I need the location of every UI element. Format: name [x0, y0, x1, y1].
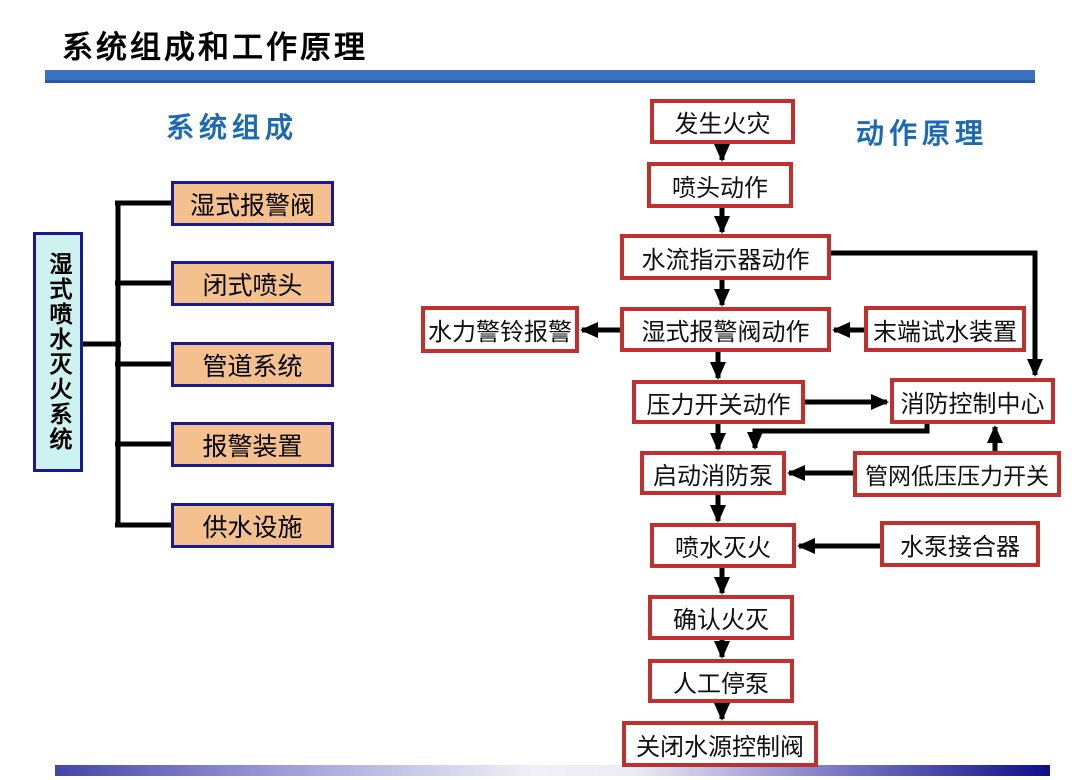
footer-gradient-bar [55, 765, 1050, 776]
title-underline-bar [45, 70, 1035, 83]
composition-tree-lines [83, 200, 171, 528]
flow-node-manual-pump-stop: 人工停泵 [648, 659, 794, 703]
component-water-supply-facility: 供水设施 [171, 503, 334, 548]
component-pipe-system: 管道系统 [171, 342, 334, 387]
flow-node-hydraulic-alarm-bell: 水力警铃报警 [421, 306, 579, 353]
arrow-control-center-to-pump [747, 424, 930, 450]
flow-node-confirm-fire-out: 确认火灭 [648, 595, 794, 640]
flow-node-pressure-switch-activates: 压力开关动作 [632, 380, 805, 424]
composition-heading: 系统组成 [166, 113, 299, 144]
slide-title: 系统组成和工作原理 [62, 30, 368, 65]
flow-node-end-test-water-device: 末端试水装置 [864, 306, 1026, 352]
component-closed-sprinkler-head: 闭式喷头 [171, 261, 334, 306]
flow-node-close-water-source-valve: 关闭水源控制阀 [622, 721, 818, 767]
flow-node-fire-control-center: 消防控制中心 [890, 378, 1055, 424]
action-principle-heading: 动作原理 [856, 119, 989, 150]
flow-node-sprinkler-head-activates: 喷头动作 [647, 162, 793, 208]
flow-node-spray-water-extinguish: 喷水灭火 [650, 523, 796, 568]
flow-node-wet-alarm-valve-activates: 湿式报警阀动作 [620, 307, 831, 352]
component-wet-alarm-valve: 湿式报警阀 [171, 181, 334, 226]
flow-node-pipe-network-low-pressure-switch: 管网低压压力开关 [853, 451, 1061, 497]
flow-node-start-fire-pump: 启动消防泵 [640, 451, 786, 495]
flow-node-pump-coupler: 水泵接合器 [880, 521, 1040, 567]
flow-node-water-flow-indicator: 水流指示器动作 [620, 234, 831, 280]
component-alarm-device: 报警装置 [171, 422, 334, 467]
root-node-wet-sprinkler-system: 湿式喷水灭火系统 [33, 232, 83, 472]
flow-node-fire-occurs: 发生火灾 [650, 99, 795, 144]
